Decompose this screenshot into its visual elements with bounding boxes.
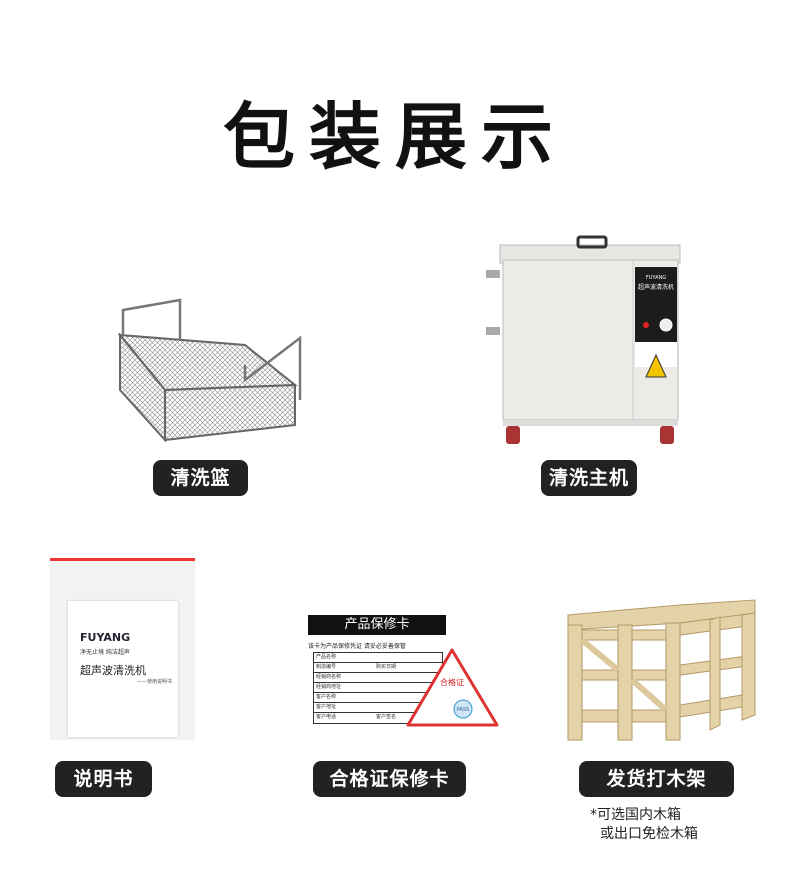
crate-label: 发货打木架 bbox=[579, 761, 734, 797]
panel-brand: FUYANG bbox=[646, 275, 666, 281]
crate-note-line: 或出口免检木箱 bbox=[600, 826, 698, 842]
card-note: 该卡为产品保修凭证 请妥必妥善保管 bbox=[308, 643, 406, 650]
card-row: 产品名称 bbox=[314, 653, 442, 663]
manual-bag-image: FUYANG 净无止境 纯洁超声 超声波清洗机 ——使用说明书 bbox=[50, 558, 195, 740]
manual-title: 超声波清洗机 bbox=[80, 664, 146, 677]
card-signature: 客户签名 bbox=[376, 714, 397, 720]
card-row: 经销商名称 bbox=[314, 673, 442, 683]
machine-label: 清洗主机 bbox=[541, 460, 637, 496]
panel-title: 超声波清洗机 bbox=[638, 283, 674, 291]
cert-pass: PASS bbox=[457, 707, 469, 713]
wooden-crate-image bbox=[567, 599, 756, 741]
manual-label: 说明书 bbox=[55, 761, 152, 797]
certificate-tag: 合格证 PASS bbox=[406, 648, 499, 727]
card-row: 经销商地址 bbox=[314, 683, 442, 693]
manual-slogan: 净无止境 纯洁超声 bbox=[80, 649, 130, 656]
card-row: 制造编号 bbox=[316, 664, 337, 670]
card-row: 客户地址 bbox=[314, 703, 442, 713]
warranty-label: 合格证保修卡 bbox=[313, 761, 466, 797]
manual-subtitle: ——使用说明书 bbox=[136, 679, 172, 685]
manual-brand: FUYANG bbox=[80, 631, 131, 644]
warranty-card-image: 产品保修卡 该卡为产品保修凭证 请妥必妥善保管 产品名称 制造编号 购买日期 经销… bbox=[305, 615, 500, 730]
card-purchase-date: 购买日期 bbox=[376, 664, 397, 670]
card-header: 产品保修卡 bbox=[308, 615, 446, 635]
page-title: 包装展示 bbox=[222, 95, 567, 179]
cleaning-basket-image bbox=[117, 298, 302, 443]
card-row: 客户名称 bbox=[314, 693, 442, 703]
cleaning-machine-image: FUYANG 超声波清洗机 bbox=[486, 235, 681, 444]
crate-note: *可选国内木箱 或出口免检木箱 bbox=[590, 806, 730, 844]
crate-note-line: *可选国内木箱 bbox=[590, 807, 681, 823]
cert-title: 合格证 bbox=[440, 677, 464, 687]
basket-label: 清洗篮 bbox=[153, 460, 248, 496]
card-row: 客户电话 bbox=[316, 714, 337, 720]
